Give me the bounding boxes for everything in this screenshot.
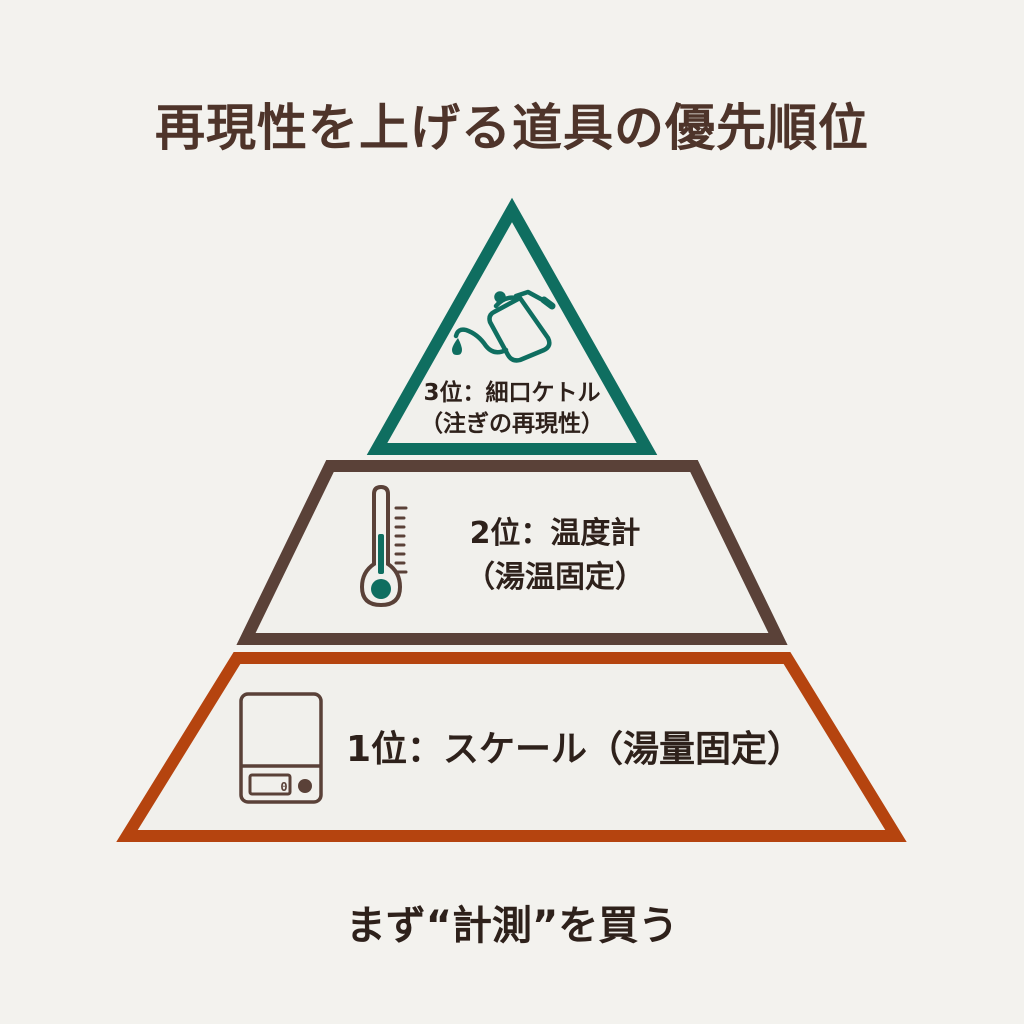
tier-2-subtitle: （湯温固定） <box>465 560 645 595</box>
tier-3-subtitle: （注ぎの再現性） <box>420 411 604 437</box>
footer-tagline: まず“計測”を買う <box>345 903 679 949</box>
tier-3-label: 3位：細口ケトル （注ぎの再現性） <box>380 378 644 440</box>
page-title: 再現性を上げる道具の優先順位 <box>155 99 869 157</box>
water-drop-icon <box>452 338 462 355</box>
thermometer-icon <box>359 484 408 608</box>
tier-3 <box>366 197 658 455</box>
tier-2-label: 2位：温度計 （湯温固定） <box>440 512 670 600</box>
tier-3-title: 3位：細口ケトル <box>423 380 601 406</box>
scale-display-value: 0 <box>280 780 287 794</box>
kitchen-scale-icon <box>239 692 323 804</box>
tier-1-label: 1位：スケール（湯量固定） <box>346 728 846 772</box>
tier-1-title: 1位：スケール（湯量固定） <box>346 729 804 770</box>
tier-2-title: 2位：温度計 <box>469 516 641 551</box>
gooseneck-kettle-icon <box>453 289 556 363</box>
